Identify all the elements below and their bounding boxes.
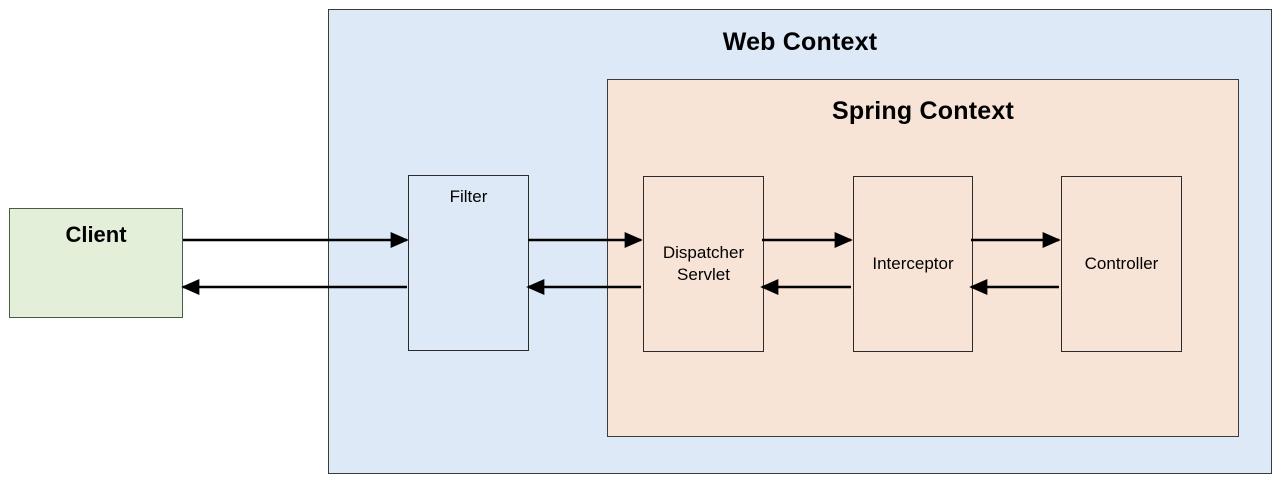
- node-filter-label: Filter: [449, 187, 488, 206]
- spring-context-container: Spring Context Dispatcher Servlet Interc…: [607, 79, 1239, 437]
- node-dispatcher-servlet-label-line2: Servlet: [677, 265, 730, 284]
- node-controller[interactable]: Controller: [1061, 176, 1182, 352]
- node-interceptor[interactable]: Interceptor: [853, 176, 973, 352]
- node-client[interactable]: Client: [9, 208, 183, 318]
- node-filter[interactable]: Filter: [408, 175, 529, 351]
- node-client-label: Client: [65, 222, 127, 247]
- node-dispatcher-servlet[interactable]: Dispatcher Servlet: [643, 176, 764, 352]
- web-context-title: Web Context: [722, 28, 878, 56]
- node-dispatcher-servlet-label: Dispatcher Servlet: [663, 242, 744, 287]
- node-dispatcher-servlet-label-line1: Dispatcher: [662, 242, 745, 262]
- node-controller-label: Controller: [1084, 253, 1159, 273]
- web-context-container: Web Context Filter Spring Context Dispat…: [328, 9, 1272, 474]
- node-interceptor-label: Interceptor: [872, 253, 954, 273]
- spring-context-title: Spring Context: [832, 97, 1014, 125]
